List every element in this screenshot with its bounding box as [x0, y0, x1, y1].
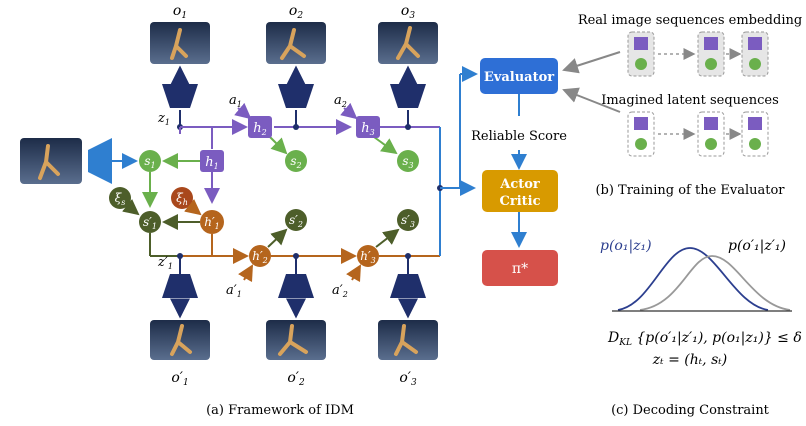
kl-constraint: DKL {p(o′₁|z′₁), p(o₁|z₁)} ≤ δ — [607, 330, 802, 348]
evaluator-box — [480, 58, 558, 94]
caption-a: (a) Framework of IDM — [206, 403, 354, 418]
obs-label-o3-prime: o′3 — [399, 370, 417, 388]
imagined-sequence-row — [627, 111, 769, 157]
actor-critic-box — [482, 170, 558, 212]
action-a1-prime: a′1 — [226, 283, 242, 299]
merge-lines — [437, 66, 527, 256]
s-bottom-nodes — [139, 209, 419, 233]
obs-top-3 — [378, 22, 438, 64]
obs-label-o1-prime: o′1 — [171, 370, 188, 388]
reliable-score-label: Reliable Score — [471, 129, 567, 144]
real-seq-label: Real image sequences embedding — [578, 13, 802, 28]
top-chain — [177, 102, 440, 155]
input-encoder — [20, 138, 138, 184]
decoder-top — [162, 65, 426, 126]
obs-bottom-1 — [150, 320, 210, 360]
actor-label: Actor — [499, 177, 540, 192]
policy-label: π* — [512, 261, 528, 277]
s2-top-label: s2 — [290, 154, 301, 170]
distribution-curves — [612, 247, 792, 312]
obs-label-o1: o1 — [173, 3, 187, 21]
obs-label-o2-prime: o′2 — [287, 370, 305, 388]
latent-z1: z1 — [157, 111, 170, 127]
h-top-nodes — [200, 116, 380, 172]
obs-bottom-2 — [266, 320, 326, 360]
z-definition: zₜ = (hₜ, sₜ) — [652, 352, 727, 368]
s-top-nodes — [139, 150, 419, 172]
policy-box — [482, 250, 558, 286]
action-a2-prime: a′2 — [332, 283, 348, 299]
critic-label: Critic — [500, 194, 541, 209]
caption-c: (c) Decoding Constraint — [611, 403, 770, 418]
obs-bottom-3 — [378, 320, 438, 360]
evaluator-label: Evaluator — [484, 70, 554, 85]
obs-label-o2: o2 — [289, 3, 303, 21]
h-bottom-nodes — [200, 210, 379, 267]
caption-b: (b) Training of the Evaluator — [595, 183, 785, 198]
decoder-bottom — [162, 256, 426, 319]
s3-top-label: s3 — [402, 154, 413, 170]
imagined-seq-label: Imagined latent sequences — [601, 93, 779, 108]
s1-top-label: s1 — [144, 154, 155, 170]
obs-top-1 — [150, 22, 210, 64]
curve1-label: p(o₁|z₁) — [600, 238, 652, 254]
obs-top-2 — [266, 22, 326, 64]
obs-label-o3: o3 — [401, 3, 415, 21]
real-sequence-row — [627, 31, 769, 77]
action-a2: a2 — [334, 93, 347, 109]
action-a1: a1 — [229, 93, 242, 109]
curve2-label: p(o′₁|z′₁) — [728, 238, 786, 254]
latent-z1-prime: z′1 — [157, 255, 173, 271]
